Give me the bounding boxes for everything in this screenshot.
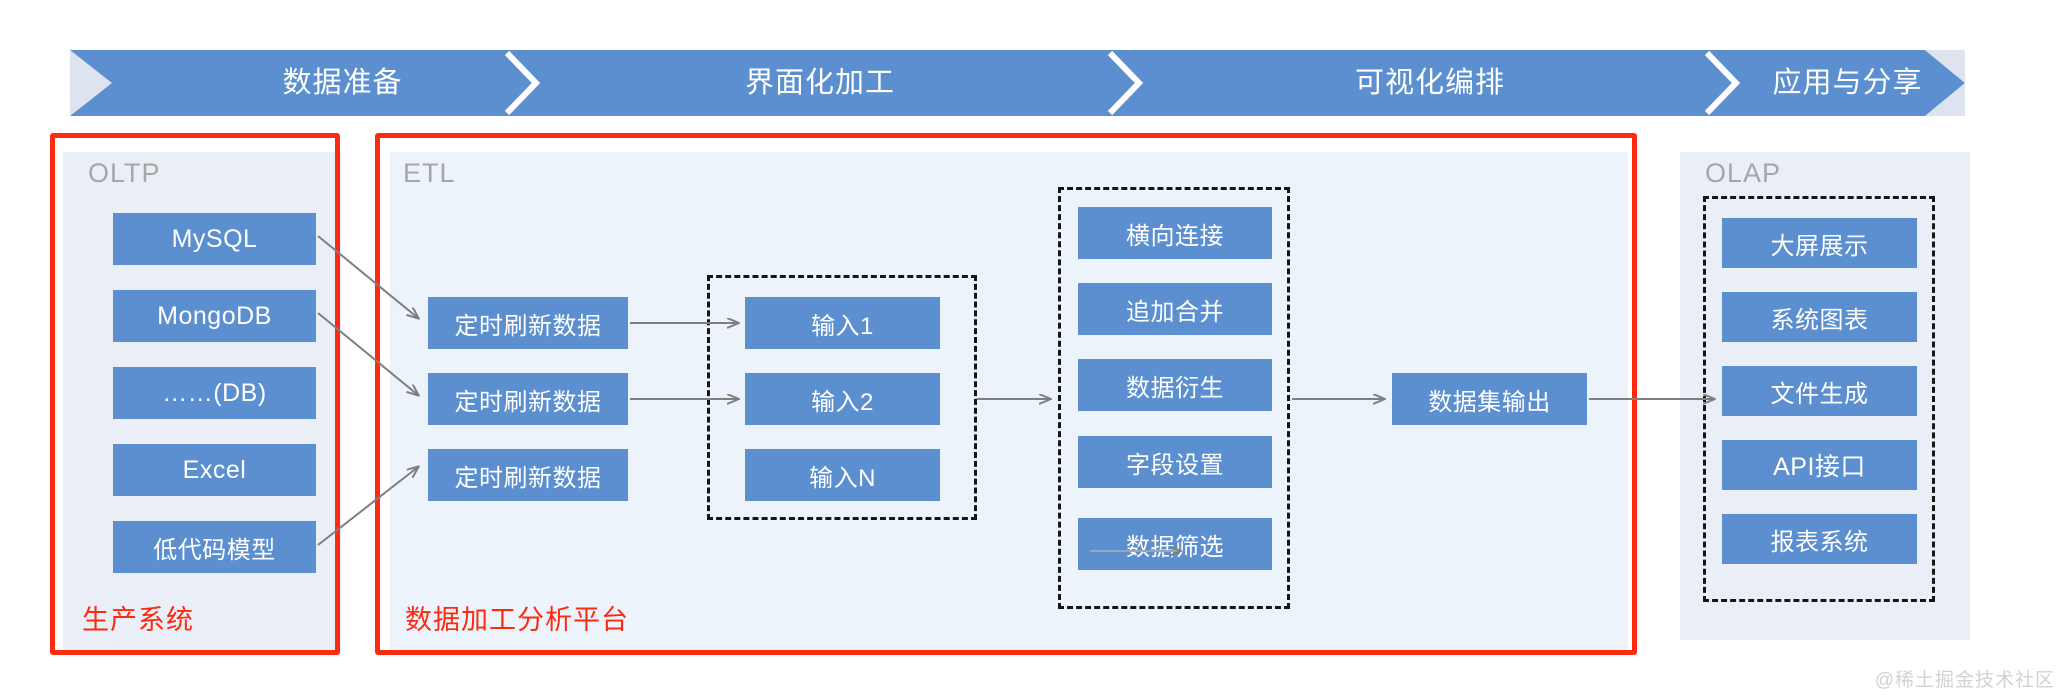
node-big-screen-display[interactable]: 大屏展示 — [1722, 218, 1917, 268]
node-other-db-label: ……(DB) — [162, 378, 267, 407]
node-scheduled-refresh-1-label: 定时刷新数据 — [454, 312, 602, 340]
platform-panel-title: ETL — [403, 158, 456, 188]
phase-label-data-preparation: 数据准备 — [282, 67, 403, 99]
operation-group-outline — [1058, 187, 1290, 609]
node-append-merge-label: 追加合并 — [1126, 298, 1224, 326]
node-report-system-label: 报表系统 — [1770, 528, 1869, 556]
phase-label-ui-processing: 界面化加工 — [744, 67, 895, 99]
node-system-charts-label: 系统图表 — [1770, 306, 1869, 334]
node-mysql-label: MySQL — [171, 224, 258, 253]
platform-outline — [375, 133, 1637, 655]
node-data-derivation[interactable]: 数据衍生 — [1078, 359, 1272, 411]
node-report-system[interactable]: 报表系统 — [1722, 514, 1917, 564]
node-dataset-output-label: 数据集输出 — [1428, 388, 1551, 416]
input-group-outline — [707, 275, 977, 520]
node-horizontal-join[interactable]: 横向连接 — [1078, 207, 1272, 259]
node-excel-label: Excel — [182, 455, 247, 484]
phase-banner: 数据准备 界面化加工 可视化编排 应用与分享 — [70, 50, 1965, 116]
node-input-1-label: 输入1 — [811, 312, 874, 340]
node-field-settings-label: 字段设置 — [1126, 451, 1224, 479]
node-low-code-model[interactable]: 低代码模型 — [113, 521, 316, 573]
node-mongodb-label: MongoDB — [157, 301, 272, 330]
node-mongodb[interactable]: MongoDB — [113, 290, 316, 342]
node-input-n[interactable]: 输入N — [745, 449, 940, 501]
node-scheduled-refresh-2[interactable]: 定时刷新数据 — [428, 373, 628, 425]
node-dataset-output[interactable]: 数据集输出 — [1392, 373, 1587, 425]
node-file-generation[interactable]: 文件生成 — [1722, 366, 1917, 416]
node-excel[interactable]: Excel — [113, 444, 316, 496]
node-file-generation-label: 文件生成 — [1770, 380, 1869, 408]
phase-label-visual-orchestration: 可视化编排 — [1354, 67, 1505, 99]
node-input-1[interactable]: 输入1 — [745, 297, 940, 349]
node-scheduled-refresh-3-label: 定时刷新数据 — [454, 464, 602, 492]
phase-banner-shape — [70, 50, 1965, 116]
watermark: @稀土掘金技术社区 — [1874, 670, 2055, 691]
node-scheduled-refresh-1[interactable]: 定时刷新数据 — [428, 297, 628, 349]
node-big-screen-display-label: 大屏展示 — [1770, 232, 1869, 260]
node-field-settings[interactable]: 字段设置 — [1078, 436, 1272, 488]
node-input-2[interactable]: 输入2 — [745, 373, 940, 425]
application-panel-title: OLAP — [1705, 158, 1782, 188]
node-input-2-label: 输入2 — [811, 388, 874, 416]
node-api-interface[interactable]: API接口 — [1722, 440, 1917, 490]
node-scheduled-refresh-2-label: 定时刷新数据 — [454, 388, 602, 416]
node-scheduled-refresh-3[interactable]: 定时刷新数据 — [428, 449, 628, 501]
node-append-merge[interactable]: 追加合并 — [1078, 283, 1272, 335]
node-input-n-label: 输入N — [809, 464, 876, 492]
node-mysql[interactable]: MySQL — [113, 213, 316, 265]
node-data-derivation-label: 数据衍生 — [1126, 374, 1224, 402]
node-low-code-model-label: 低代码模型 — [153, 536, 276, 564]
node-other-db[interactable]: ……(DB) — [113, 367, 316, 419]
production-system-outline — [50, 133, 340, 655]
platform-caption: 数据加工分析平台 — [405, 605, 629, 635]
node-api-interface-label: API接口 — [1773, 453, 1866, 481]
node-horizontal-join-label: 横向连接 — [1126, 222, 1224, 250]
production-panel-title: OLTP — [88, 158, 161, 188]
phase-label-apply-and-share: 应用与分享 — [1772, 67, 1923, 99]
production-system-caption: 生产系统 — [82, 605, 194, 635]
node-system-charts[interactable]: 系统图表 — [1722, 292, 1917, 342]
